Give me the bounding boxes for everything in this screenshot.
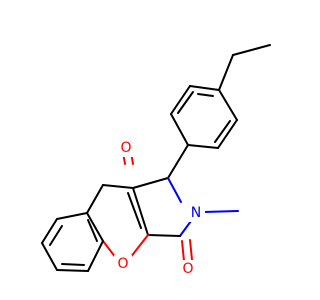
atom-o-ring-group: O: [114, 255, 132, 273]
bond-c2-c3-double: [127, 192, 142, 229]
atom-n-group: N: [187, 204, 205, 222]
bond-benzo-double-a: [49, 225, 63, 246]
atom-o-ring: O: [117, 256, 128, 272]
bond-benzo-double-c: [87, 219, 98, 242]
bond-c4a-ring: [56, 212, 88, 220]
bond-phenyl-double-c: [197, 93, 214, 97]
bond-phenyl-double-a: [214, 120, 231, 143]
bond-c2-c3: [132, 187, 149, 236]
bond-ch-c3: [132, 177, 169, 189]
bond-phenyl-5: [170, 85, 191, 115]
bond-n-methyl: [203, 210, 239, 213]
bond-benzo-double-b: [61, 263, 85, 266]
ethylphenyl-ring: [170, 85, 238, 149]
bond-benzo-1: [41, 218, 58, 244]
bond-phenyl-6: [189, 85, 220, 91]
bond-c3-c4: [102, 184, 134, 189]
bond-benzo-3: [56, 269, 89, 272]
bond-c8a-o: [102, 240, 117, 259]
bond-phenyl-double-b: [177, 91, 194, 114]
bond-c4-c4a: [86, 184, 104, 214]
bond-ethyl-ch2-ch3: [232, 44, 271, 56]
bond-benzo-4: [87, 240, 104, 272]
bond-phenyl-ch: [167, 144, 189, 179]
bond-carbonyl-c2: [147, 234, 181, 237]
bond-o-c2: [129, 234, 149, 259]
bond-lactam-carbonyl-a: [181, 240, 185, 262]
bond-lactam-carbonyl-b: [189, 239, 193, 261]
lactam-ring: [127, 144, 239, 237]
atom-o-top: O: [120, 140, 131, 156]
bond-ch-n: [167, 177, 182, 203]
ethyl-group: [218, 44, 271, 91]
chemical-structure-diagram: O O O N: [41, 44, 271, 278]
atom-o-top-group: O: [117, 139, 135, 157]
atom-n: N: [191, 205, 201, 221]
bond-ring-ethyl: [218, 54, 234, 91]
atom-o-bottom: O: [182, 261, 193, 277]
bond-c4a-c8a: [86, 212, 104, 242]
bond-phenyl-2: [217, 119, 238, 149]
bond-benzo-2: [41, 242, 58, 271]
bond-phenyl-1: [218, 89, 238, 121]
atom-o-bottom-group: O: [179, 260, 197, 278]
bond-phenyl-3: [187, 144, 219, 149]
bond-phenyl-4: [170, 113, 189, 146]
bond-n-carbonyl: [179, 220, 192, 237]
